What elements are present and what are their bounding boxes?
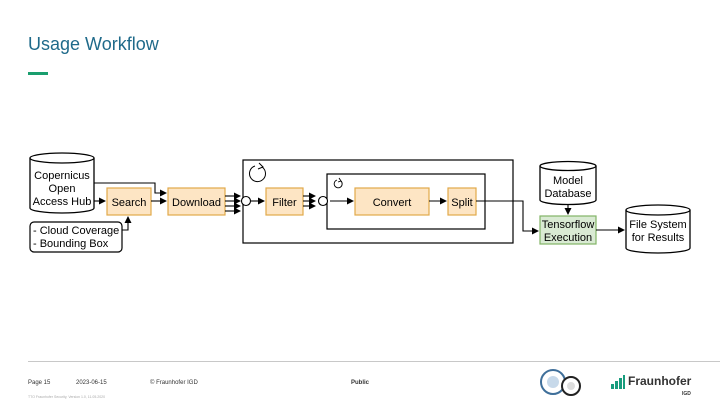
outer-loop-icon bbox=[249, 162, 266, 183]
convert-label: Convert bbox=[373, 197, 412, 209]
footer-date: 2023-06-15 bbox=[76, 380, 107, 386]
model-database: Model Database bbox=[539, 160, 597, 206]
footer-classification: Public bbox=[351, 380, 370, 386]
footer-copyright: © Fraunhofer IGD bbox=[150, 380, 198, 386]
tensorflow-step: Tensorflow Execution bbox=[539, 215, 597, 245]
copernicus-label-3: Access Hub bbox=[33, 196, 92, 208]
footer-page: Page 15 bbox=[28, 380, 51, 386]
slide-title: Usage Workflow bbox=[28, 34, 159, 54]
outer-loop-entry bbox=[240, 195, 252, 207]
param-cloud-coverage: - Cloud Coverage bbox=[33, 225, 119, 237]
results-database: File System for Results bbox=[625, 204, 691, 254]
search-step: Search bbox=[106, 187, 152, 216]
search-parameters: - Cloud Coverage - Bounding Box bbox=[29, 221, 123, 253]
title-underline bbox=[28, 72, 48, 75]
footer-divider bbox=[28, 361, 720, 362]
model-db-label-2: Database bbox=[544, 188, 591, 200]
inner-loop-icon bbox=[333, 177, 343, 189]
brand-unit: IGD bbox=[682, 391, 691, 397]
copernicus-database: Copernicus Open Access Hub bbox=[29, 152, 95, 214]
brand-name: Fraunhofer bbox=[628, 374, 692, 388]
copernicus-label-2: Open bbox=[49, 183, 76, 195]
search-label: Search bbox=[112, 197, 147, 209]
download-label: Download bbox=[172, 197, 221, 209]
tensorflow-label-1: Tensorflow bbox=[542, 219, 595, 231]
copernicus-label-1: Copernicus bbox=[34, 170, 90, 182]
certification-badges bbox=[540, 369, 581, 396]
footer-small-print: TTO Fraunhofer Security, Version 1.0, 11… bbox=[28, 395, 106, 399]
fraunhofer-logo-icon bbox=[611, 375, 625, 389]
download-step: Download bbox=[167, 187, 226, 216]
results-db-label-1: File System bbox=[629, 219, 686, 231]
convert-step: Convert bbox=[354, 187, 430, 216]
filter-step: Filter bbox=[265, 187, 304, 216]
connectors bbox=[94, 182, 625, 235]
split-label: Split bbox=[451, 197, 472, 209]
model-db-label-1: Model bbox=[553, 175, 583, 187]
param-bounding-box: - Bounding Box bbox=[33, 238, 109, 250]
filter-label: Filter bbox=[272, 197, 297, 209]
tensorflow-label-2: Execution bbox=[544, 232, 592, 244]
results-db-label-2: for Results bbox=[632, 232, 685, 244]
inner-loop-entry bbox=[317, 195, 329, 207]
split-step: Split bbox=[447, 187, 477, 216]
